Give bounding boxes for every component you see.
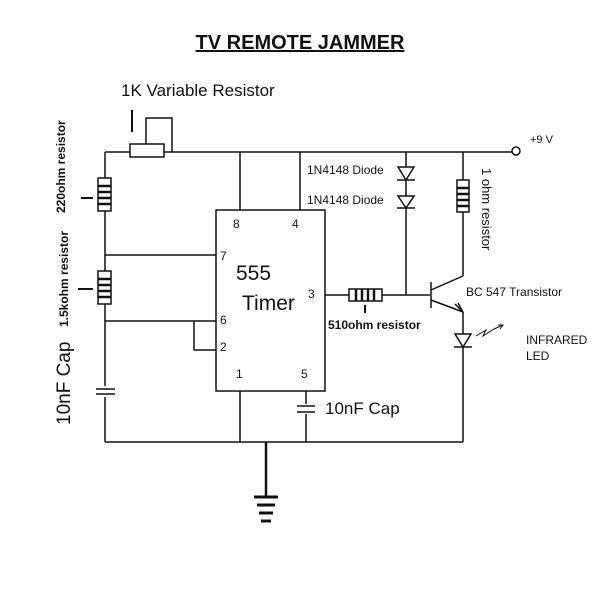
- pin-5: 5: [301, 367, 308, 381]
- pin-6: 6: [220, 313, 227, 327]
- pin-8: 8: [233, 217, 240, 231]
- pin-4: 4: [292, 217, 299, 231]
- label-led-line2: LED: [526, 349, 550, 363]
- pin-7: 7: [220, 249, 227, 263]
- label-resistor-1-5k: 1.5kohm resistor: [57, 230, 71, 327]
- variable-resistor-wiper: [145, 117, 173, 152]
- pin-1: 1: [236, 367, 243, 381]
- transistor-collector: [430, 275, 464, 291]
- label-resistor-220: 220ohm resistor: [54, 120, 68, 213]
- label-transistor: BC 547 Transistor: [466, 285, 563, 299]
- label-diode-1: 1N4148 Diode: [307, 163, 384, 177]
- label-diode-2: 1N4148 Diode: [307, 193, 384, 207]
- resistor-1-5k: [97, 270, 112, 305]
- resistor-220: [97, 177, 112, 212]
- supply-terminal: [511, 146, 521, 156]
- ir-ray-icon: [475, 324, 504, 338]
- diagram-title: TV REMOTE JAMMER: [195, 32, 405, 54]
- label-supply: +9 V: [530, 134, 553, 146]
- infrared-led: [453, 333, 473, 349]
- label-resistor-510: 510ohm resistor: [328, 318, 421, 332]
- ir-ray-arrow: [498, 324, 504, 330]
- label-resistor-1ohm: 1 ohm resistor: [479, 168, 494, 251]
- pin-2: 2: [220, 340, 227, 354]
- timer-label-555: 555: [236, 262, 272, 285]
- diode-1: [396, 166, 416, 182]
- wire-pin2: [193, 321, 217, 351]
- label-led-line1: INFRARED: [526, 333, 588, 347]
- resistor-510: [348, 288, 383, 302]
- label-variable-resistor: 1K Variable Resistor: [121, 81, 275, 100]
- pin-3: 3: [308, 287, 315, 301]
- diode-2: [396, 195, 416, 210]
- transistor-emitter: [430, 299, 464, 313]
- label-cap-control: 10nF Cap: [325, 399, 400, 418]
- variable-resistor: [129, 143, 165, 158]
- timer-555: [215, 209, 326, 392]
- label-cap-timing: 10nF Cap: [54, 341, 75, 425]
- timer-label-timer: Timer: [242, 292, 295, 315]
